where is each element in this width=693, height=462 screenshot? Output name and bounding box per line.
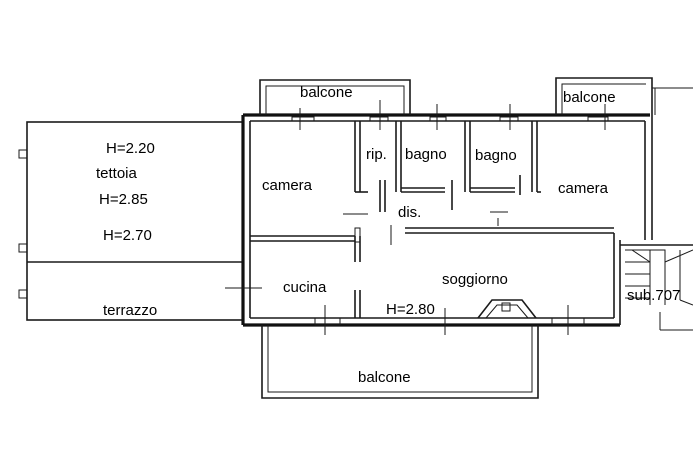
label-h-220: H=2.20 bbox=[106, 140, 155, 157]
balcony-top-right bbox=[555, 77, 693, 115]
opening-marks bbox=[225, 100, 609, 335]
room-labels: balcone balcone rip. bagno bagno camera … bbox=[96, 84, 680, 386]
label-h-270: H=2.70 bbox=[103, 227, 152, 244]
label-tettoia: tettoia bbox=[96, 165, 138, 182]
balcony-top-left bbox=[259, 79, 411, 115]
staircase bbox=[620, 244, 693, 331]
label-soggiorno: soggiorno bbox=[442, 271, 508, 288]
label-cucina: cucina bbox=[283, 279, 327, 296]
label-balcone-bottom: balcone bbox=[358, 369, 411, 386]
label-balcone-top-right: balcone bbox=[563, 89, 616, 106]
label-bagno-1: bagno bbox=[405, 146, 447, 163]
label-bagno-2: bagno bbox=[475, 147, 517, 164]
label-dis: dis. bbox=[398, 204, 421, 221]
balcony-bottom bbox=[261, 325, 539, 399]
fireplace bbox=[477, 299, 537, 319]
internal-walls bbox=[250, 121, 615, 318]
label-sub: sub.707 bbox=[627, 287, 680, 304]
label-h-285: H=2.85 bbox=[99, 191, 148, 208]
label-h-soggiorno: H=2.80 bbox=[386, 301, 435, 318]
label-rip: rip. bbox=[366, 146, 387, 163]
label-balcone-top-left: balcone bbox=[300, 84, 353, 101]
label-terrazzo: terrazzo bbox=[103, 302, 157, 319]
label-camera-left: camera bbox=[262, 177, 313, 194]
label-camera-right: camera bbox=[558, 180, 609, 197]
